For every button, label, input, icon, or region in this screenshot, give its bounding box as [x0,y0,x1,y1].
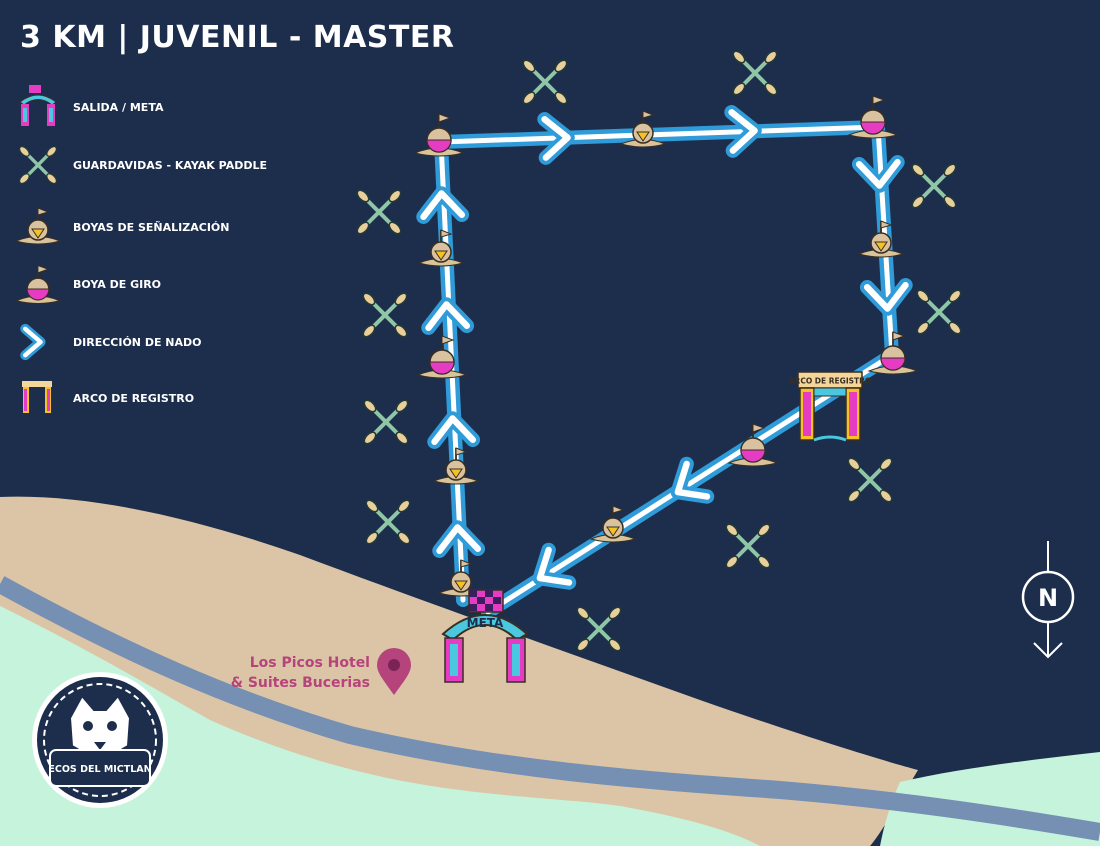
kayak-paddle-icon [844,454,896,506]
kayak-paddle-icon [729,47,781,99]
chevron-right-icon [14,319,62,365]
green-land [0,606,760,846]
registration-arch: ARCO DE REGISTRO [789,371,872,442]
registration-arch-icon [22,381,52,413]
direction-arrows [422,111,906,594]
turn-buoy-icon [15,264,61,305]
signal-buoy-icon [418,229,464,267]
logo-text: ECOS DEL MICTLAN [48,764,151,775]
kayak-paddle-icon [913,286,965,338]
compass-icon: N [1021,541,1075,659]
legend-item-start-finish: SALIDA / META [14,84,314,130]
legend-item-registration: ARCO DE REGISTRO [14,375,314,421]
kayak-paddle-icon [573,603,625,655]
jaguar-logo-icon: ECOS DEL MICTLAN [32,672,168,808]
legend-label: BOYAS DE SEÑALIZACIÓN [73,221,230,234]
kayak-paddle-icon [360,396,412,448]
coastal-road [0,576,1100,841]
registration-arch-label: ARCO DE REGISTRO [789,377,872,386]
kayak-paddle-icon [353,186,405,238]
kayak-paddle-icon [359,289,411,341]
map-pin-icon [377,648,411,695]
legend-item-direction: DIRECCIÓN DE NADO [14,319,314,365]
map-title: 3 KM | JUVENIL - MASTER [20,20,455,55]
signal-buoy-icon [858,220,904,258]
buoys [414,95,918,597]
kayak-paddle-icon [519,56,571,108]
kayak-paddle-icon [362,496,414,548]
signal-buoy-icon [15,207,61,245]
kayak-paddle-icon [908,160,960,212]
hotel-label: Los Picos Hotel & Suites Bucerias [226,653,370,693]
finish-arch: META [441,589,529,683]
legend-label: ARCO DE REGISTRO [73,392,195,405]
legend-item-turn-buoy: BOYA DE GIRO [14,261,314,307]
hotel-name-line2: & Suites Bucerias [230,675,370,691]
legend-label: GUARDAVIDAS - KAYAK PADDLE [73,159,268,172]
swim-route [434,120,899,619]
legend-item-signal-buoy: BOYAS DE SEÑALIZACIÓN [14,204,314,250]
legend-label: SALIDA / META [73,101,164,114]
signal-buoy-icon [433,447,479,485]
arch-icon [19,85,57,126]
kayak-paddle-icon [722,520,774,572]
kayak-paddle-icon [16,143,60,187]
finish-arch-label: META [467,616,504,630]
compass-label: N [1038,584,1058,612]
hotel-name-line1: Los Picos Hotel [249,655,370,671]
legend-label: DIRECCIÓN DE NADO [73,336,202,349]
legend-item-lifeguard: GUARDAVIDAS - KAYAK PADDLE [14,142,314,188]
legend-label: BOYA DE GIRO [73,278,162,291]
